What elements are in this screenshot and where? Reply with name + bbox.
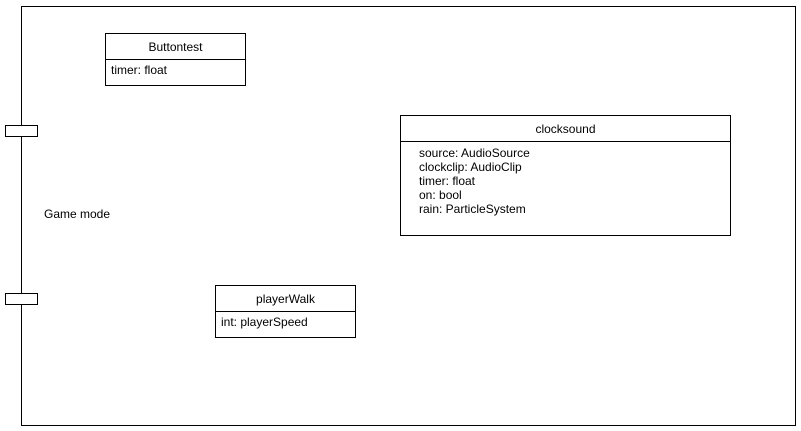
attribute: timer: float: [111, 63, 168, 77]
attribute: on: bool: [419, 188, 462, 202]
class-name: clocksound: [401, 116, 730, 142]
class-attributes: source: AudioSource clockclip: AudioClip…: [401, 142, 730, 220]
class-clocksound[interactable]: clocksound source: AudioSource clockclip…: [400, 115, 731, 236]
class-playerwalk[interactable]: playerWalk int: playerSpeed: [215, 285, 356, 338]
class-name: playerWalk: [216, 286, 355, 312]
class-attributes: int: playerSpeed: [216, 312, 355, 332]
component-label: Game mode: [44, 207, 111, 221]
attribute: int: playerSpeed: [221, 315, 308, 329]
class-buttontest[interactable]: Buttontest timer: float: [105, 33, 246, 86]
component-port-bottom[interactable]: [5, 293, 38, 305]
class-attributes: timer: float: [106, 60, 245, 80]
attribute: source: AudioSource: [419, 146, 530, 160]
component-port-top[interactable]: [5, 125, 38, 137]
attribute: timer: float: [419, 174, 476, 188]
attribute: rain: ParticleSystem: [419, 202, 526, 216]
attribute: clockclip: AudioClip: [419, 160, 522, 174]
class-name: Buttontest: [106, 34, 245, 60]
